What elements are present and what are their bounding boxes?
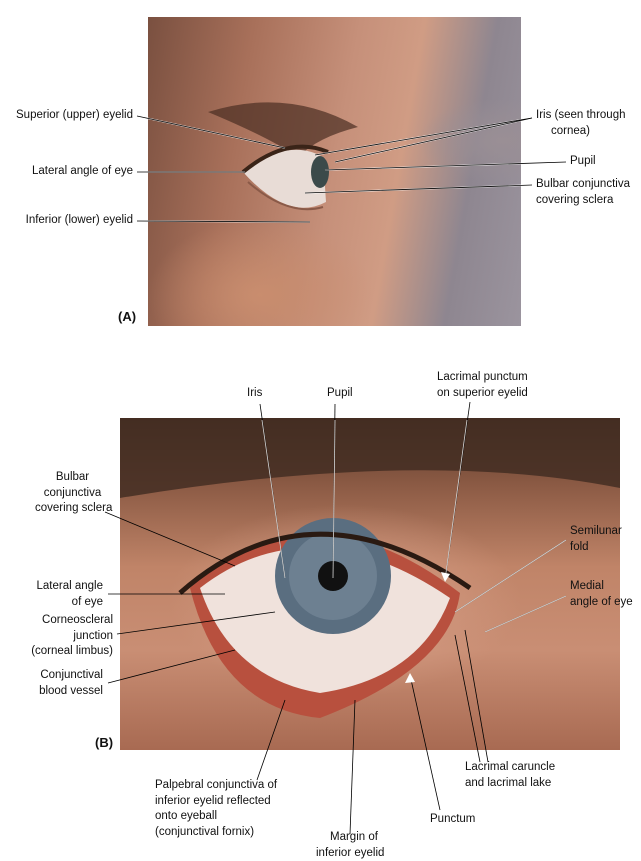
label-lateral-angle: Lateral angle of eye bbox=[32, 164, 133, 180]
label-line: and lacrimal lake bbox=[465, 776, 555, 792]
label-inferior-eyelid: Inferior (lower) eyelid bbox=[26, 213, 133, 229]
label-line: onto eyeball bbox=[155, 809, 277, 825]
label-superior-eyelid: Superior (upper) eyelid bbox=[16, 108, 133, 124]
label-line: Lacrimal punctum bbox=[437, 370, 528, 386]
label-line: inferior eyelid reflected bbox=[155, 794, 277, 810]
label-line: Palpebral conjunctiva of bbox=[155, 778, 277, 794]
label-line: inferior eyelid bbox=[316, 846, 384, 861]
label-line: Conjunctival bbox=[39, 668, 103, 684]
label-iris-b: Iris bbox=[247, 386, 262, 402]
label-line: Lacrimal caruncle bbox=[465, 760, 555, 776]
punctum-arrowhead bbox=[441, 572, 450, 582]
label-line: (corneal limbus) bbox=[31, 644, 113, 660]
label-pupil-b: Pupil bbox=[327, 386, 353, 402]
label-line: Semilunar bbox=[570, 524, 622, 540]
punctum-arrowhead bbox=[405, 673, 415, 683]
label-line: conjunctiva bbox=[35, 486, 110, 502]
label-line: covering sclera bbox=[536, 193, 630, 209]
label-pupil-a: Pupil bbox=[570, 154, 596, 170]
label-line: Medial bbox=[570, 579, 633, 595]
label-line: Bulbar conjunctiva bbox=[536, 177, 630, 193]
label-line: cornea) bbox=[536, 124, 626, 140]
label-line: Lateral angle bbox=[37, 579, 104, 595]
label-line: Margin of bbox=[316, 830, 384, 846]
label-line: of eye bbox=[37, 595, 104, 611]
label-line: junction bbox=[31, 629, 113, 645]
label-line: Corneoscleral bbox=[31, 613, 113, 629]
label-line: angle of eye bbox=[570, 595, 633, 611]
label-line: fold bbox=[570, 540, 622, 556]
label-line: Bulbar bbox=[35, 470, 110, 486]
label-line: (conjunctival fornix) bbox=[155, 825, 277, 841]
label-line: blood vessel bbox=[39, 684, 103, 700]
label-line: Iris (seen through bbox=[536, 108, 626, 124]
label-line: on superior eyelid bbox=[437, 386, 528, 402]
label-line: covering sclera bbox=[35, 501, 110, 517]
label-punctum: Punctum bbox=[430, 812, 475, 828]
